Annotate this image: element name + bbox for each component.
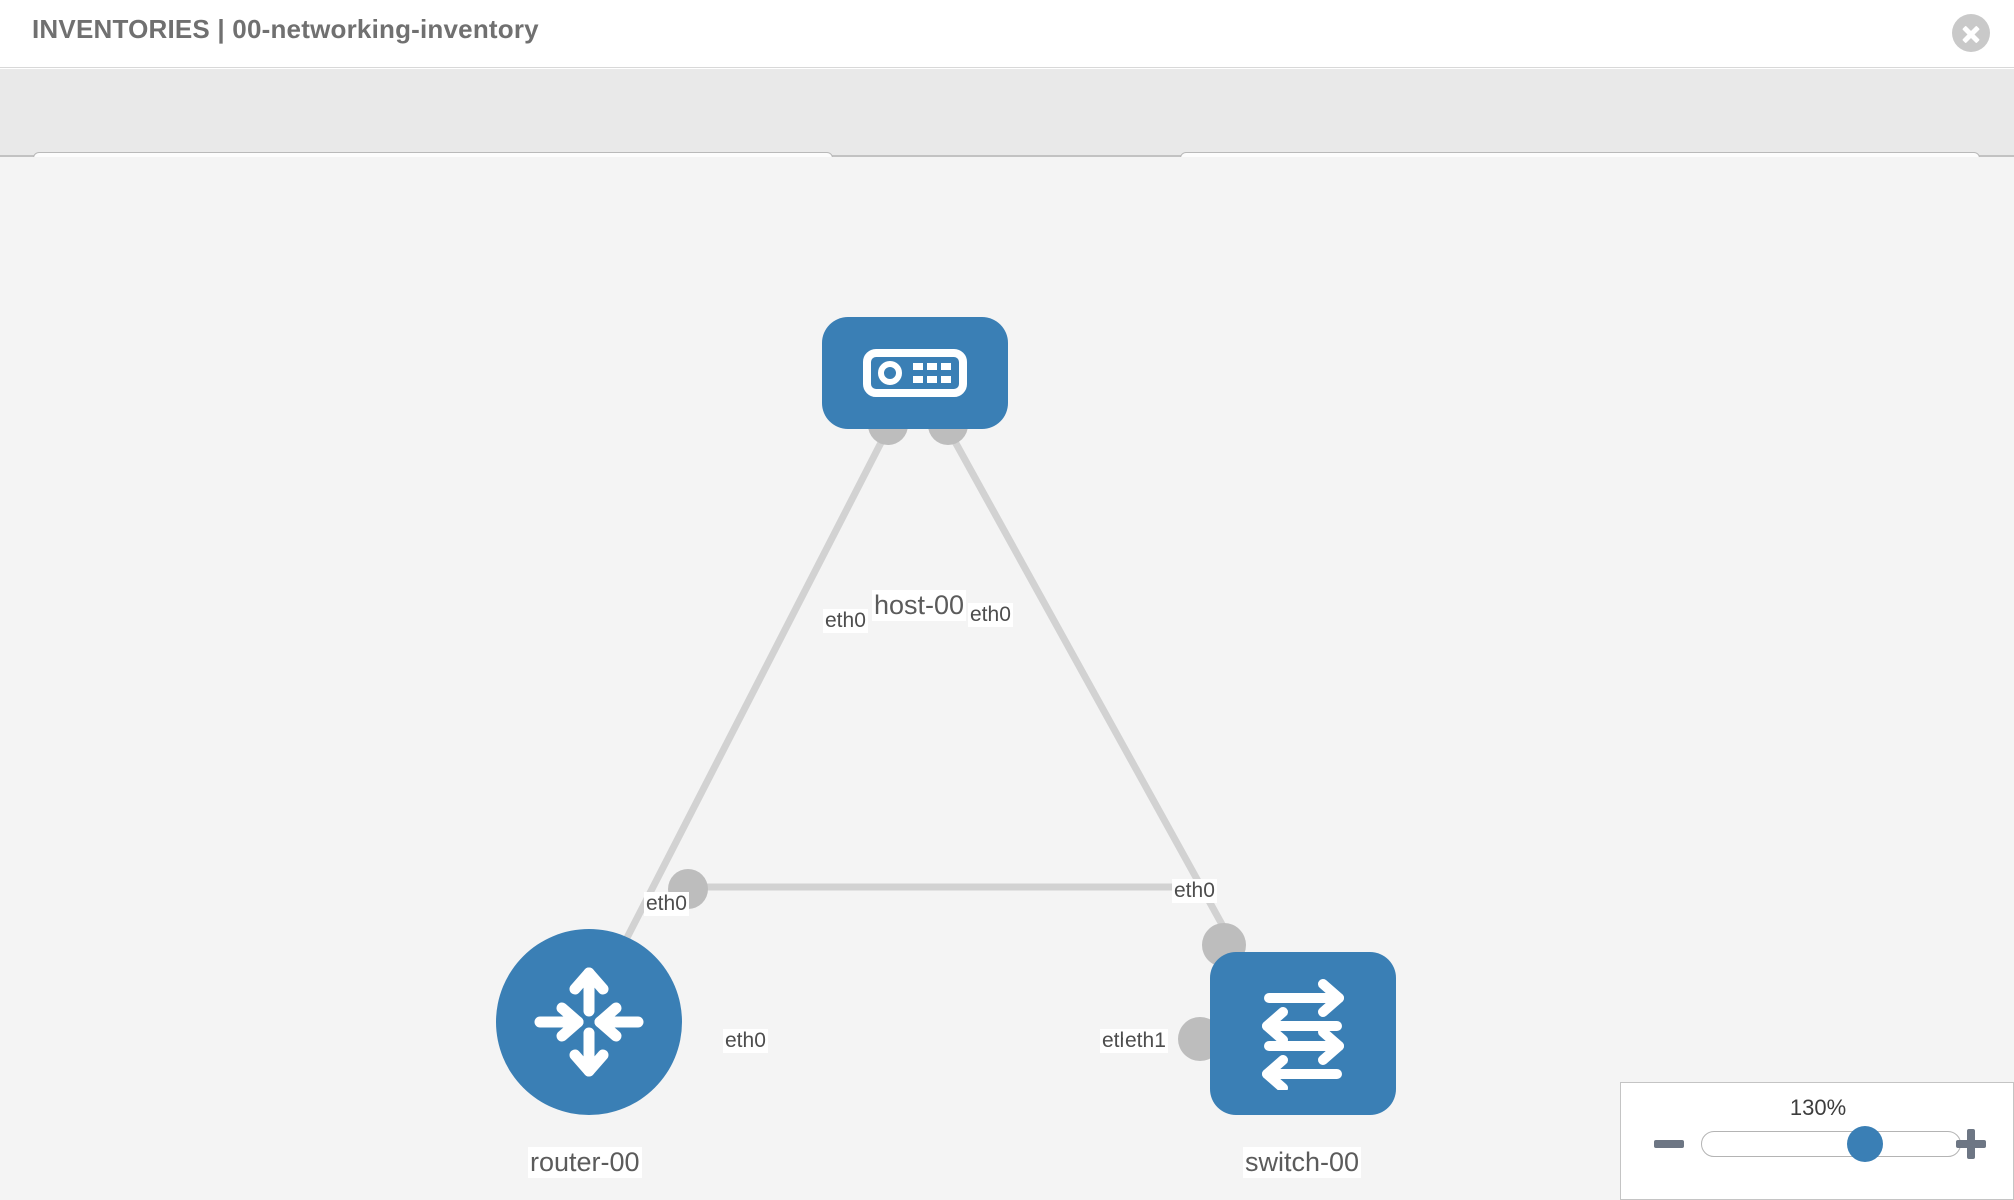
switch-arrows-icon [1262, 978, 1344, 1090]
toolbar: ACTIONS SEARCH [0, 69, 2014, 200]
app-header: INVENTORIES | 00-networking-inventory [0, 0, 2014, 68]
node-router-00-label: router-00 [528, 1147, 642, 1178]
server-device-icon [863, 349, 967, 397]
zoom-control-panel: 130% [1620, 1082, 2014, 1200]
topology-links [608, 427, 1244, 969]
node-switch-00-shape[interactable] [1210, 952, 1396, 1115]
node-switch-00-label: switch-00 [1243, 1147, 1362, 1178]
page-title: INVENTORIES | 00-networking-inventory [32, 14, 539, 44]
node-host-00-label: host-00 [872, 590, 967, 621]
if-label-router-up: eth0 [644, 892, 689, 916]
node-host-00-shape[interactable] [822, 317, 1008, 429]
if-label-switch-left: eth1 [1123, 1029, 1168, 1053]
zoom-slider-track[interactable] [1701, 1131, 1961, 1157]
if-label-switch-up: eth0 [1172, 879, 1217, 903]
if-label-host-left: eth0 [823, 609, 868, 633]
zoom-slider-thumb[interactable] [1846, 1126, 1883, 1162]
close-icon[interactable] [1952, 14, 1990, 52]
if-label-router-right: eth0 [723, 1029, 768, 1053]
router-arrows-icon [534, 967, 644, 1077]
minus-icon[interactable] [1652, 1127, 1686, 1161]
plus-icon[interactable] [1954, 1127, 1988, 1161]
topology-canvas[interactable]: host-00 eth0 eth0 router-00 eth0 eth0 [0, 157, 2014, 1200]
node-router-00-shape[interactable] [496, 929, 682, 1115]
if-label-host-right: eth0 [968, 603, 1013, 627]
zoom-level-value: 130% [1789, 1095, 1847, 1120]
